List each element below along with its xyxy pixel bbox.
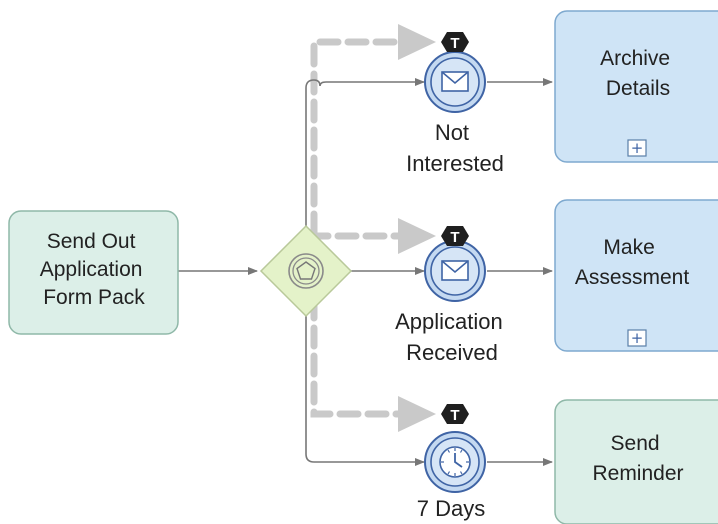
- envelope-icon: [441, 260, 469, 281]
- expand-marker-icon[interactable]: +: [627, 329, 647, 347]
- event-label-line: Received: [406, 340, 498, 365]
- event-label-line: 7 Days: [417, 496, 485, 521]
- task-label-line: Reminder: [592, 462, 683, 485]
- pentagon-icon: [296, 261, 316, 280]
- task-label-line: Assessment: [575, 266, 690, 289]
- task-label-line: Archive: [600, 47, 670, 70]
- t-badge-label: T: [450, 229, 459, 246]
- sequence-flows: [178, 78, 553, 466]
- svg-text:7 Days: 7 Days: [417, 496, 485, 521]
- subprocess-make-assessment[interactable]: Make Assessment +: [554, 199, 718, 352]
- t-badge: T: [441, 32, 469, 52]
- t-badge-label: T: [450, 407, 459, 424]
- expand-marker-glyph: +: [631, 329, 644, 347]
- task-send-reminder[interactable]: Send Reminder: [554, 399, 718, 524]
- dashed-flows: [310, 38, 404, 418]
- task-send-out-application[interactable]: Send Out Application Form Pack: [8, 210, 179, 335]
- task-label-line: Make: [603, 236, 654, 259]
- task-label-line: Form Pack: [43, 286, 145, 309]
- svg-text:Not Interested: Not Interested: [406, 120, 504, 176]
- message-event-application-received[interactable]: Application Received: [395, 240, 509, 365]
- task-label-line: Send Out: [47, 230, 136, 253]
- dashed-arrowhead-1: [398, 24, 436, 60]
- dashed-arrowhead-3: [398, 396, 436, 432]
- envelope-icon: [441, 71, 469, 92]
- t-badge: T: [441, 226, 469, 246]
- event-label-line: Interested: [406, 151, 504, 176]
- svg-text:Make Assessment: Make Assessment: [575, 236, 690, 289]
- task-label-line: Send: [611, 432, 660, 455]
- dashed-flow-seven-days: [310, 296, 404, 418]
- svg-text:Send Out Application: Send Out Application Form Pack: [40, 230, 149, 309]
- flow-gateway-to-seven-days[interactable]: [305, 293, 425, 466]
- dashed-flow-not-interested: [310, 38, 404, 236]
- t-badge: T: [441, 404, 469, 424]
- event-label-line: Application: [395, 309, 503, 334]
- flow-gateway-to-not-interested[interactable]: [305, 78, 425, 249]
- svg-text:Send Reminder: Send Reminder: [592, 432, 683, 485]
- svg-text:Application Received: Application Received: [395, 309, 509, 365]
- dashed-flow-application-received: [310, 228, 404, 240]
- timer-event-seven-days[interactable]: 7 Days: [417, 431, 486, 521]
- task-label-line: Application: [40, 258, 143, 281]
- dashed-arrowheads: [398, 24, 436, 432]
- expand-marker-icon[interactable]: +: [627, 139, 647, 157]
- event-based-gateway[interactable]: [259, 224, 353, 318]
- t-badge-label: T: [450, 35, 459, 52]
- event-label-line: Not: [435, 120, 469, 145]
- subprocess-archive-details[interactable]: Archive Details +: [554, 10, 718, 163]
- clock-icon: [439, 446, 471, 478]
- svg-text:Archive Details: Archive Details: [600, 47, 676, 100]
- expand-marker-glyph: +: [631, 139, 644, 157]
- dashed-arrowhead-2: [398, 218, 436, 254]
- message-event-not-interested[interactable]: Not Interested: [406, 51, 504, 176]
- task-label-line: Details: [606, 77, 670, 100]
